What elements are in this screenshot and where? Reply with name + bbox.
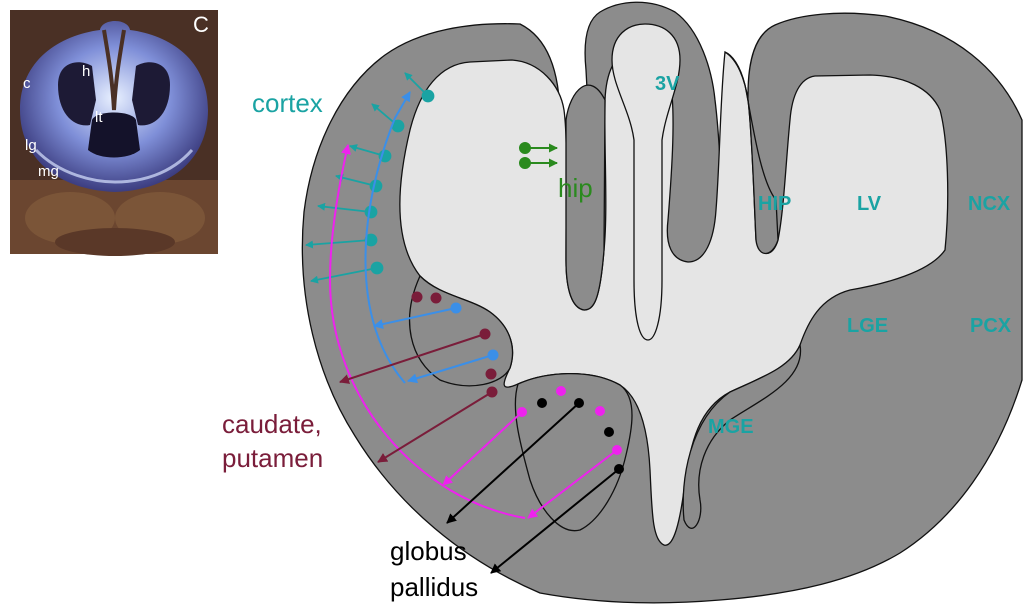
photo-panel-letter: C — [193, 12, 209, 37]
label-cortex: cortex — [252, 88, 323, 118]
photo-label-c: c — [23, 75, 31, 92]
label-globus: globus — [390, 536, 467, 566]
histology-photo: C c h lt lg mg — [10, 10, 218, 256]
label-mge: MGE — [708, 416, 754, 438]
label-pcx: PCX — [970, 315, 1012, 337]
label-pallidus: pallidus — [390, 572, 478, 602]
label-hip: hip — [558, 173, 593, 203]
label-putamen: putamen — [222, 443, 323, 473]
photo-label-mg: mg — [38, 163, 59, 180]
label-ncx: NCX — [968, 193, 1011, 215]
photo-label-lg: lg — [25, 137, 37, 154]
label-hip-caps: HIP — [758, 193, 791, 215]
label-caudate: caudate, — [222, 409, 322, 439]
label-lv: LV — [857, 193, 882, 215]
photo-label-lt: lt — [95, 109, 103, 126]
photo-label-h: h — [82, 63, 90, 80]
label-3v: 3V — [655, 73, 680, 95]
label-lge: LGE — [847, 315, 888, 337]
